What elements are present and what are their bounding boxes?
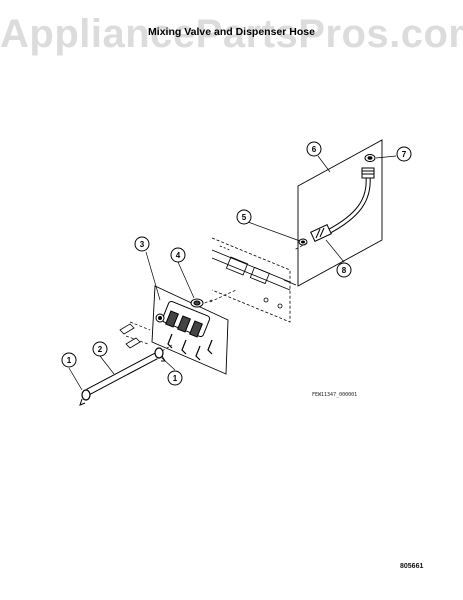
watermark: AppliancePartsPros.com [0,12,463,56]
clamp-1-left [79,389,91,406]
callout-label: 1 [173,374,178,383]
callout-label: 8 [342,266,347,275]
valve-clips [119,323,141,349]
cabinet-rear-section [211,237,297,323]
callout-label: 2 [98,345,103,354]
callout-label: 3 [140,240,145,249]
mixing-valve [155,300,213,361]
page-number: 805661 [400,563,424,570]
dispenser-hose [310,167,375,242]
hose-2 [86,352,158,396]
diagram-title: Mixing Valve and Dispenser Hose [148,26,315,38]
callout-label: 1 [67,356,72,365]
panel-6 [297,139,383,287]
callout-circles [61,141,412,386]
reference-code: FEW11347_000001 [312,392,358,398]
fitting-4 [190,298,204,308]
callout-label: 7 [402,150,407,159]
clamp-1-right [154,347,166,362]
callout-label: 4 [176,251,181,260]
callout-label: 6 [312,145,317,154]
callout-label: 5 [242,213,247,222]
leader-lines [68,155,397,391]
